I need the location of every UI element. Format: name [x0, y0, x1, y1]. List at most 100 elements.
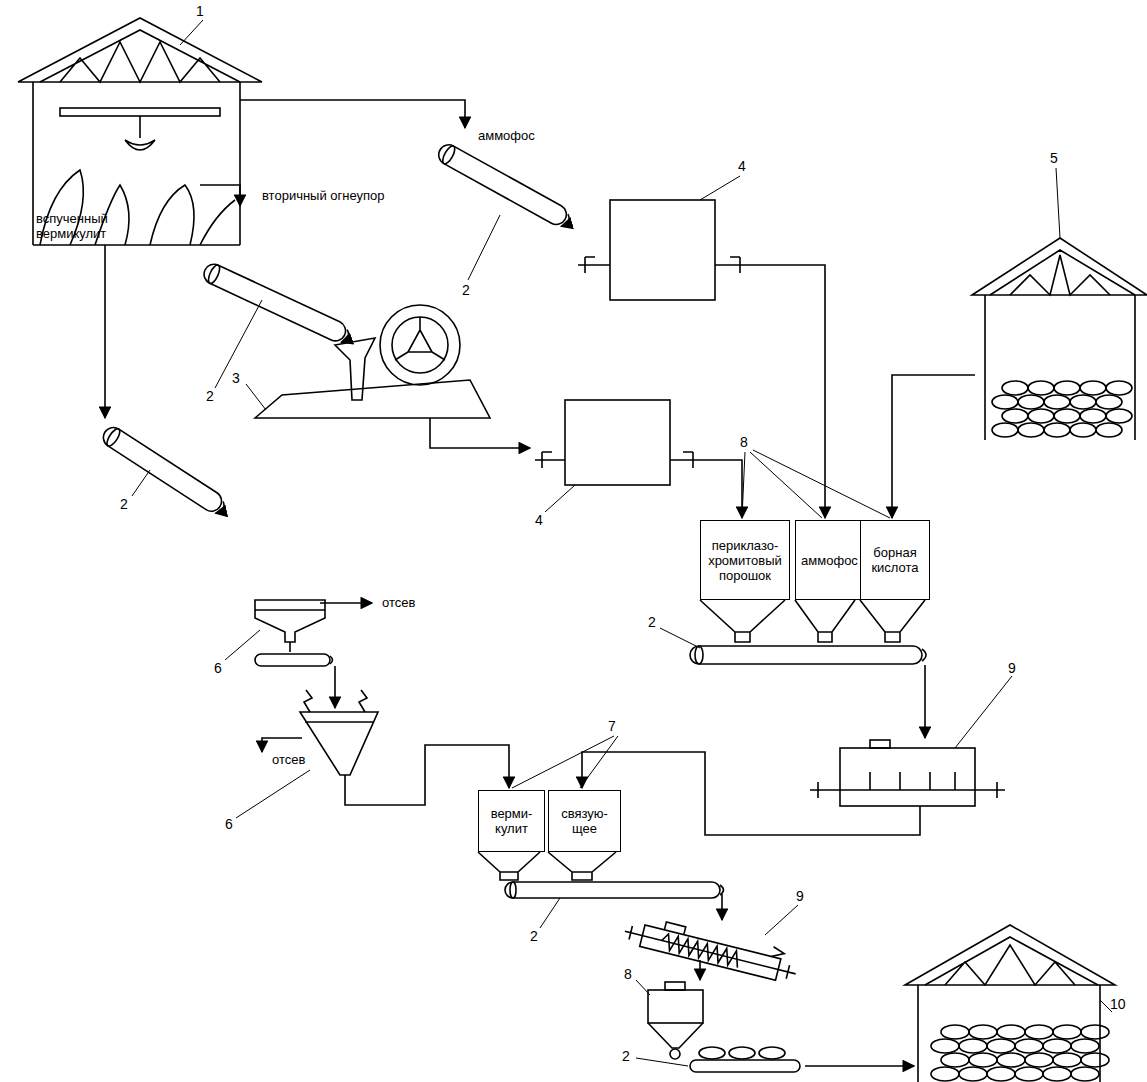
sieve [255, 600, 378, 775]
callout-number: 5 [1050, 150, 1058, 166]
bags [759, 1047, 785, 1059]
hopper [548, 852, 616, 880]
bags [959, 1039, 987, 1053]
bags [1018, 423, 1044, 437]
bags [1002, 381, 1028, 395]
bags [1015, 1039, 1043, 1053]
warehouse [18, 18, 262, 82]
flow-line [430, 418, 530, 448]
conveyor [440, 144, 457, 165]
bags [1043, 1067, 1071, 1081]
bags [1053, 1025, 1081, 1039]
bags [1025, 1053, 1053, 1067]
callout-number: 3 [232, 370, 240, 386]
drum-dryer [565, 400, 670, 485]
warehouse [905, 925, 1115, 1082]
conveyor [201, 261, 349, 344]
leader-line [765, 905, 798, 935]
flow-line [334, 666, 336, 708]
crusher [395, 317, 445, 360]
conveyor [255, 654, 333, 666]
leader-line [1056, 168, 1060, 238]
bags [1070, 395, 1096, 409]
bags [1053, 1053, 1081, 1067]
bags [992, 423, 1018, 437]
conveyor [330, 656, 333, 664]
conveyor [505, 882, 720, 898]
warehouse [905, 925, 1115, 985]
mixer [623, 911, 801, 981]
sieve [255, 600, 325, 642]
leader-line [180, 20, 203, 45]
callout-number: 2 [622, 1048, 630, 1064]
callout-number: 8 [624, 966, 632, 982]
bags [1044, 423, 1070, 437]
callout-number: 6 [214, 660, 222, 676]
conveyor [201, 261, 353, 346]
drum-dryer [535, 200, 748, 485]
leader-line [636, 980, 650, 995]
bags [987, 1039, 1015, 1053]
flow-label: вспученный вермикулит [36, 211, 136, 241]
warehouse [60, 108, 220, 116]
callout-number: 2 [530, 928, 538, 944]
bags [931, 1039, 959, 1053]
bags [1080, 409, 1106, 423]
hopper [795, 600, 855, 642]
conveyor [216, 502, 227, 516]
bags [1080, 381, 1106, 395]
flow-line [104, 245, 106, 418]
flow-line [582, 752, 920, 835]
mixer [870, 740, 890, 748]
conveyor [255, 654, 330, 666]
flow-line [721, 894, 723, 920]
flow-line [805, 1065, 914, 1067]
drum-dryer [535, 452, 700, 468]
crusher [392, 317, 448, 373]
bags [1054, 409, 1080, 423]
bags [1044, 395, 1070, 409]
hopper-label: периклазо- хромитовый порошок [701, 536, 789, 585]
bags [1028, 381, 1054, 395]
flow-line [320, 602, 372, 604]
hopper [648, 990, 703, 1023]
leader-line [636, 1058, 688, 1066]
flow-line [105, 100, 975, 1066]
conveyor [100, 424, 226, 515]
leader-line [215, 300, 262, 388]
conveyor [105, 427, 123, 448]
bags [1025, 1025, 1053, 1039]
conveyor [206, 263, 222, 285]
crusher [380, 305, 460, 385]
bags [1028, 409, 1054, 423]
conveyor [510, 882, 516, 898]
callout-number: 2 [120, 496, 128, 512]
conveyor [922, 649, 926, 661]
hopper [648, 982, 703, 1059]
flow-label: отсев [272, 752, 305, 767]
hopper [478, 852, 540, 880]
storage-hopper: аммофос [795, 520, 864, 600]
leader-line [955, 676, 1012, 748]
leader-line [468, 215, 500, 280]
storage-hopper: верми- кулит [478, 790, 545, 852]
hopper-label: борная кислота [861, 543, 929, 577]
warehouse [990, 250, 1135, 295]
bags [959, 1067, 987, 1081]
conveyor [561, 214, 571, 228]
callout-number: 4 [738, 158, 746, 174]
leader-line [132, 470, 150, 496]
warehouse [925, 937, 1098, 985]
warehouse [918, 985, 1100, 1082]
flow-line [924, 665, 926, 738]
flow-line [240, 100, 465, 128]
conveyor [690, 1060, 800, 1072]
leader-line [246, 384, 266, 410]
conveyor [690, 1060, 800, 1072]
warehouse [18, 18, 262, 245]
bags [1002, 409, 1028, 423]
conveyor [720, 885, 724, 895]
callout-number: 2 [648, 614, 656, 630]
